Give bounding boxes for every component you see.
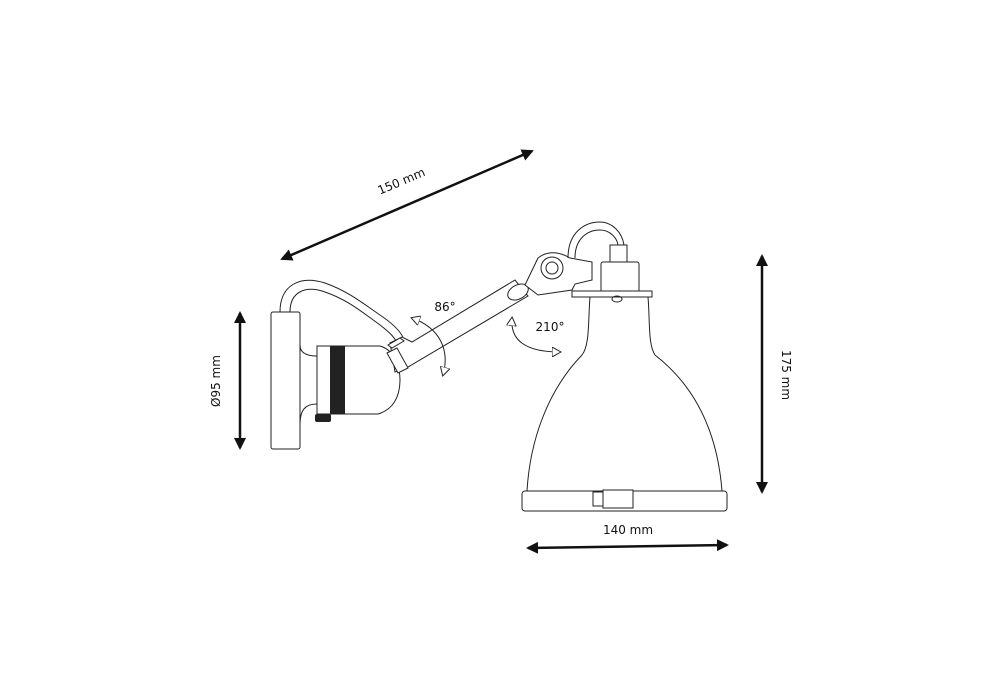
arm [386, 252, 593, 374]
plate-neck-bottom [299, 403, 318, 426]
dim-150-arrow [280, 149, 534, 261]
angle-86-label: 86° [434, 300, 455, 314]
hook [567, 221, 625, 259]
angle-210-label: 210° [536, 320, 565, 334]
shade [521, 295, 728, 512]
pivot-knob [540, 256, 564, 280]
plate-neck-top [299, 344, 318, 357]
socket-band [330, 346, 345, 414]
rotation-86-arrow [412, 318, 445, 375]
socket [315, 345, 401, 422]
dim-140-label: 140 mm [603, 523, 653, 537]
socket-cap [609, 244, 628, 263]
socket-collar [600, 261, 640, 293]
wall-plate [270, 311, 301, 450]
dim-150-label: 150 mm [376, 165, 428, 197]
dim-95-label: Ø95 mm [209, 355, 223, 407]
rotation-210-arrow [512, 318, 560, 352]
switch-knob [315, 414, 331, 422]
cable [279, 279, 406, 349]
dim-140-arrow [526, 539, 729, 554]
dim-175-label: 175 mm [779, 350, 793, 400]
bracket [571, 290, 653, 298]
